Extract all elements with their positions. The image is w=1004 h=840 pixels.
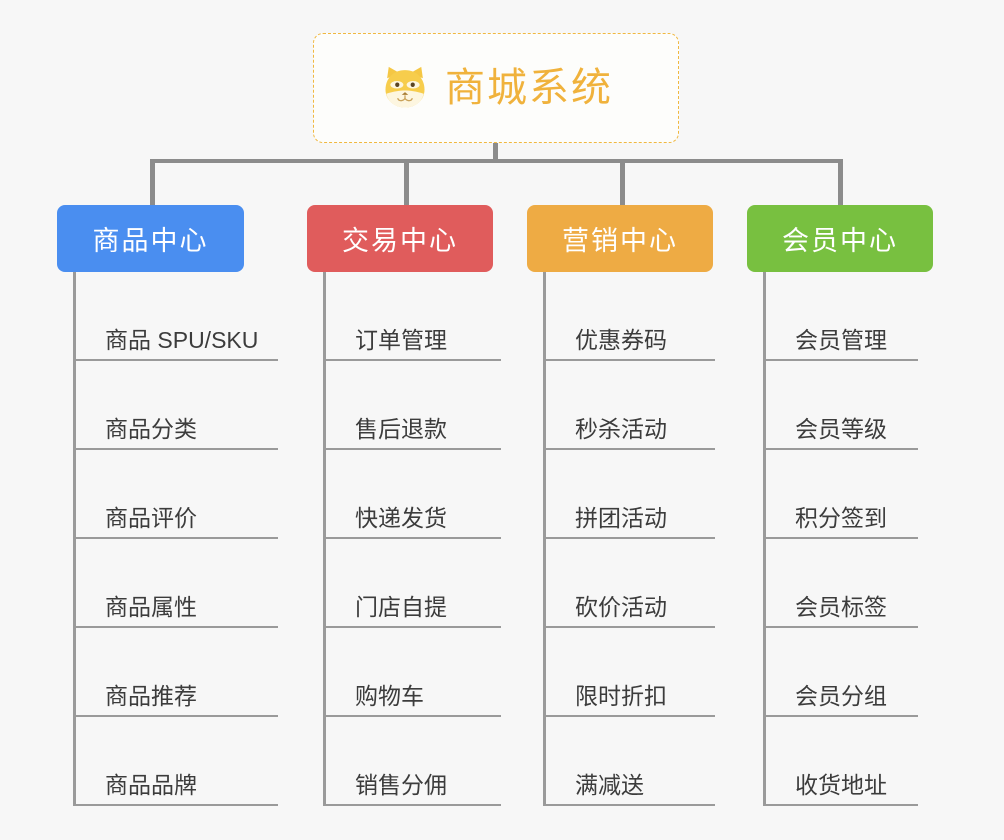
connector-drop-2 (404, 159, 409, 206)
leaf-item-label: 会员标签 (795, 594, 887, 621)
leaf-column-3: 优惠券码秒杀活动拼团活动砍价活动限时折扣满减送 (543, 272, 715, 806)
leaf-item-label: 售后退款 (355, 416, 447, 443)
leaf-column-2: 订单管理售后退款快递发货门店自提购物车销售分佣 (323, 272, 501, 806)
leaf-column-4: 会员管理会员等级积分签到会员标签会员分组收货地址 (763, 272, 918, 806)
leaf-item[interactable]: 会员等级 (763, 361, 918, 450)
leaf-item[interactable]: 售后退款 (323, 361, 501, 450)
leaf-item[interactable]: 商品 SPU/SKU (73, 272, 278, 361)
category-box-3[interactable]: 营销中心 (527, 205, 713, 272)
leaf-item[interactable]: 订单管理 (323, 272, 501, 361)
leaf-item-label: 销售分佣 (355, 772, 447, 799)
category-box-1[interactable]: 商品中心 (57, 205, 244, 272)
connector-drop-4 (838, 159, 843, 206)
leaf-item[interactable]: 满减送 (543, 717, 715, 806)
leaf-item[interactable]: 商品分类 (73, 361, 278, 450)
leaf-item-label: 积分签到 (795, 505, 887, 532)
category-label: 会员中心 (782, 226, 898, 256)
category-box-4[interactable]: 会员中心 (747, 205, 933, 272)
category-label: 商品中心 (92, 226, 209, 256)
leaf-item-label: 商品品牌 (105, 772, 197, 799)
leaf-item-label: 商品分类 (105, 416, 197, 443)
category-label: 交易中心 (342, 226, 458, 256)
category-label: 营销中心 (562, 226, 678, 256)
leaf-item[interactable]: 会员分组 (763, 628, 918, 717)
root-node[interactable]: 商城系统 (313, 33, 679, 143)
tree-trunk-line (543, 272, 546, 806)
leaf-item-label: 拼团活动 (575, 505, 667, 532)
leaf-item-label: 商品评价 (105, 505, 197, 532)
leaf-item[interactable]: 积分签到 (763, 450, 918, 539)
category-box-2[interactable]: 交易中心 (307, 205, 493, 272)
leaf-item[interactable]: 会员标签 (763, 539, 918, 628)
leaf-item[interactable]: 门店自提 (323, 539, 501, 628)
leaf-item[interactable]: 销售分佣 (323, 717, 501, 806)
connector-drop-1 (150, 159, 155, 206)
leaf-item-label: 商品 SPU/SKU (105, 327, 259, 354)
leaf-item-label: 砍价活动 (575, 594, 667, 621)
leaf-item-label: 收货地址 (795, 772, 887, 799)
tree-trunk-line (323, 272, 326, 806)
leaf-item-label: 快递发货 (355, 505, 447, 532)
leaf-item[interactable]: 收货地址 (763, 717, 918, 806)
leaf-item-label: 满减送 (575, 772, 644, 799)
leaf-item[interactable]: 商品推荐 (73, 628, 278, 717)
leaf-item[interactable]: 拼团活动 (543, 450, 715, 539)
leaf-item[interactable]: 优惠券码 (543, 272, 715, 361)
shiba-dog-face-icon (385, 66, 425, 108)
leaf-item-label: 会员管理 (795, 327, 887, 354)
leaf-item-label: 购物车 (355, 683, 424, 710)
leaf-item-label: 会员等级 (795, 416, 887, 443)
connector-root-stem (493, 143, 498, 163)
leaf-item[interactable]: 商品评价 (73, 450, 278, 539)
leaf-item[interactable]: 限时折扣 (543, 628, 715, 717)
root-title: 商城系统 (445, 66, 613, 110)
leaf-item-label: 商品推荐 (105, 683, 197, 710)
leaf-item-label: 秒杀活动 (575, 416, 667, 443)
leaf-item[interactable]: 商品品牌 (73, 717, 278, 806)
leaf-item[interactable]: 快递发货 (323, 450, 501, 539)
connector-horizontal-bus (150, 159, 840, 163)
leaf-item-label: 商品属性 (105, 594, 197, 621)
tree-trunk-line (73, 272, 76, 806)
leaf-item-label: 门店自提 (355, 594, 447, 621)
tree-trunk-line (763, 272, 766, 806)
leaf-item[interactable]: 会员管理 (763, 272, 918, 361)
leaf-item-label: 优惠券码 (575, 327, 667, 354)
leaf-item[interactable]: 购物车 (323, 628, 501, 717)
leaf-item-label: 订单管理 (355, 327, 447, 354)
leaf-item-label: 限时折扣 (575, 683, 667, 710)
leaf-item[interactable]: 商品属性 (73, 539, 278, 628)
connector-drop-3 (620, 159, 625, 206)
leaf-item[interactable]: 秒杀活动 (543, 361, 715, 450)
leaf-column-1: 商品 SPU/SKU 商品分类商品评价商品属性商品推荐商品品牌 (73, 272, 278, 806)
leaf-item[interactable]: 砍价活动 (543, 539, 715, 628)
leaf-item-label: 会员分组 (795, 683, 887, 710)
